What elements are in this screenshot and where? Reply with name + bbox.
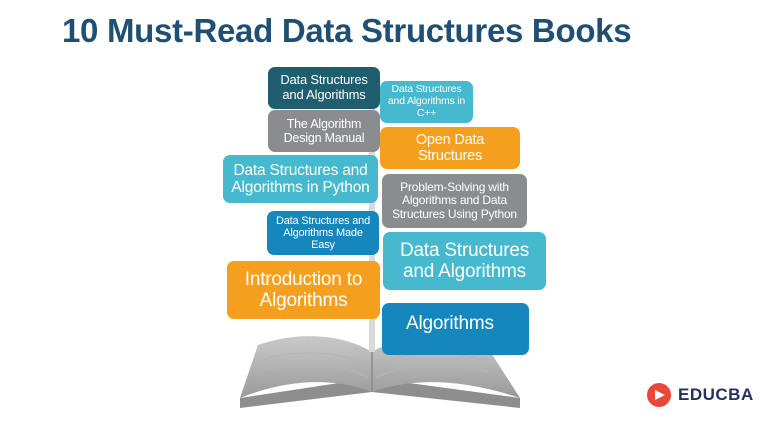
book-label: The Algorithm Design Manual (283, 117, 365, 145)
book-bubble-data-structures-and-algorithms-2: Data Structures and Algorithms (383, 232, 546, 290)
book-label: Problem-Solving with Algorithms and Data… (392, 179, 517, 221)
book-label: Introduction to Algorithms (244, 268, 363, 311)
book-label: Data Structures and Algorithms in Python (231, 161, 370, 196)
book-label: Algorithms (406, 313, 494, 334)
book-bubble-open-data-structures: Open Data Structures (380, 127, 520, 169)
educba-logo-icon (647, 383, 671, 407)
book-label: Data Structures and Algorithms Made Easy (275, 214, 371, 252)
book-label: Data Structures and Algorithms (280, 72, 368, 102)
book-bubble-dsa-in-cpp: Data Structures and Algorithms in C++ (380, 81, 473, 123)
book-bubble-dsa-in-python: Data Structures and Algorithms in Python (223, 155, 378, 203)
book-label: Open Data Structures (415, 131, 485, 164)
book-label: Data Structures and Algorithms (400, 239, 529, 282)
educba-logo: EDUCBA (646, 382, 754, 408)
logo-text: EDUCBA (678, 385, 754, 404)
book-bubble-dsa-made-easy: Data Structures and Algorithms Made Easy (267, 211, 379, 255)
book-bubble-data-structures-and-algorithms-1: Data Structures and Algorithms (268, 67, 380, 109)
book-label: Data Structures and Algorithms in C++ (387, 83, 466, 119)
book-bubble-introduction-to-algorithms: Introduction to Algorithms (227, 261, 380, 319)
page-title: 10 Must-Read Data Structures Books (62, 12, 632, 49)
book-bubble-algorithm-design-manual: The Algorithm Design Manual (268, 110, 380, 152)
book-bubble-algorithms: Algorithms (382, 303, 529, 355)
book-bubble-problem-solving-python: Problem-Solving with Algorithms and Data… (382, 174, 527, 228)
